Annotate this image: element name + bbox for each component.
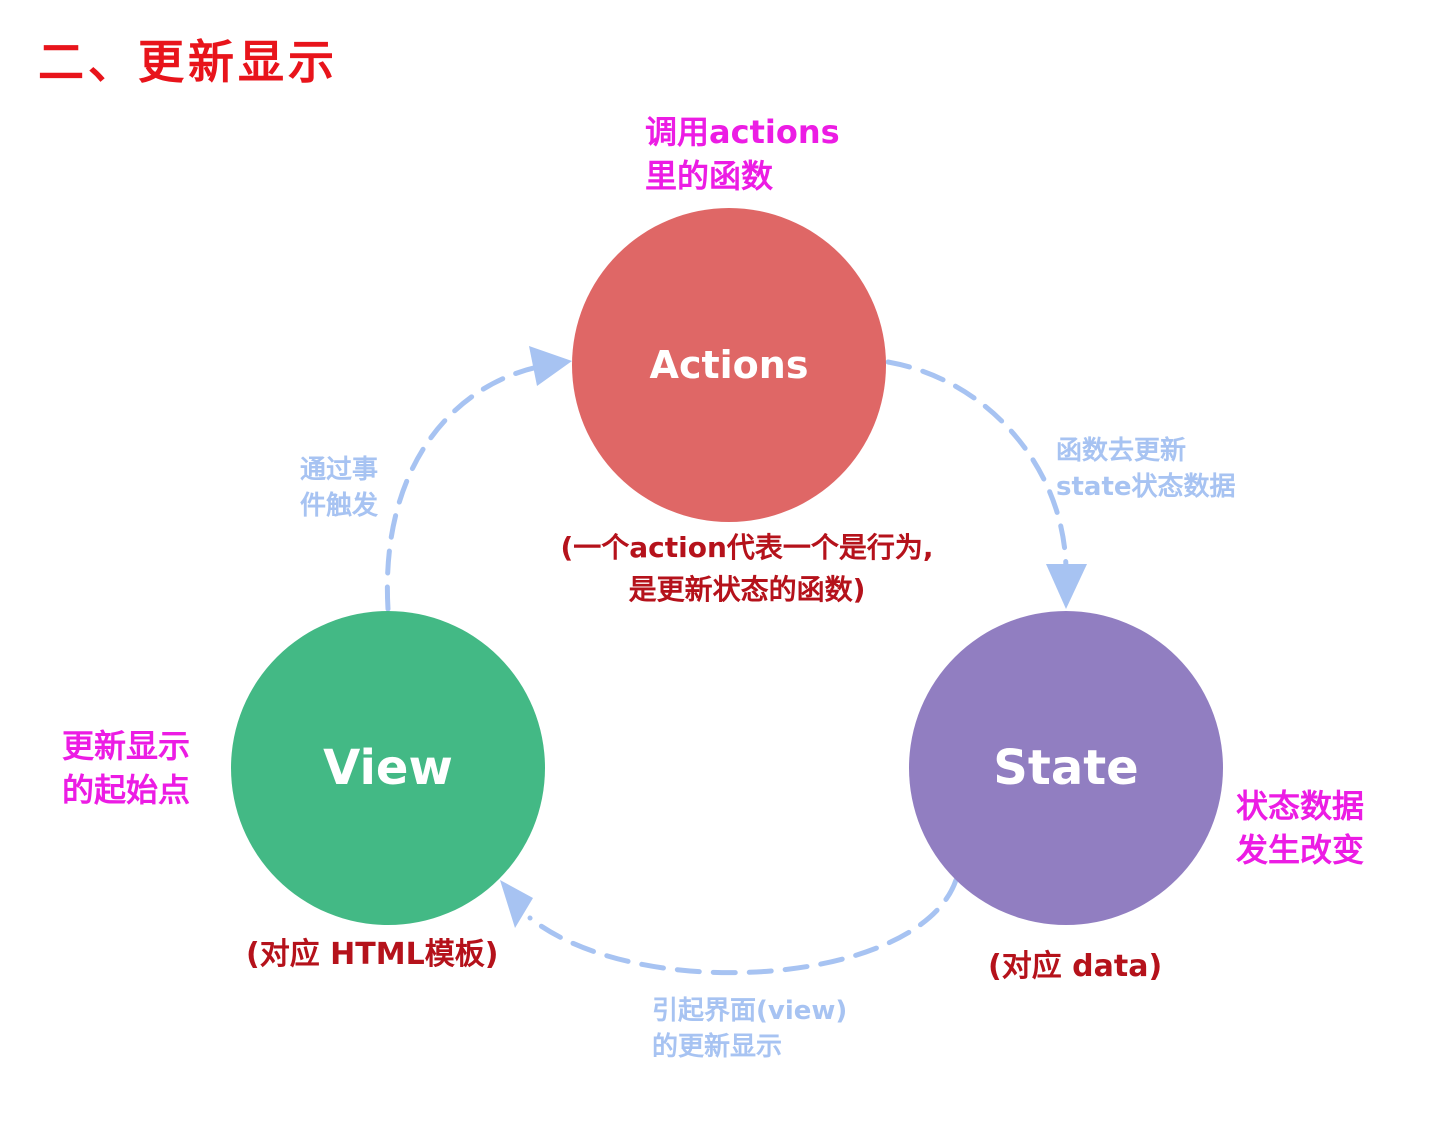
view-note: 更新显示 的起始点 — [62, 724, 190, 812]
page-title: 二、更新显示 — [38, 35, 338, 89]
actions-description: (一个action代表一个是行为, 是更新状态的函数) — [547, 527, 947, 611]
actions-note-line2: 里的函数 — [645, 157, 774, 195]
state-note-line2: 发生改变 — [1236, 831, 1365, 869]
actions-node: Actions — [572, 208, 886, 522]
state-description: (对应 data) — [988, 949, 1163, 984]
edge-label-actions-to-state: 函数去更新 state状态数据 — [1056, 433, 1236, 505]
actions-desc-line2: 是更新状态的函数) — [628, 573, 866, 606]
view-description: (对应 HTML模板) — [246, 937, 499, 972]
state-note: 状态数据 发生改变 — [1236, 784, 1364, 872]
state-label: State — [993, 740, 1139, 796]
actions-note-line1: 调用actions — [645, 113, 840, 151]
view-label: View — [323, 740, 453, 796]
edge-state-view-line2: 的更新显示 — [652, 1032, 783, 1062]
arrowhead-state-to-view — [500, 880, 533, 928]
view-node: View — [231, 611, 545, 925]
state-node: State — [909, 611, 1223, 925]
actions-desc-line1: (一个action代表一个是行为, — [560, 531, 934, 564]
edge-label-state-to-view: 引起界面(view) 的更新显示 — [652, 993, 847, 1065]
actions-label: Actions — [649, 343, 809, 387]
arrow-actions-to-state — [885, 359, 1069, 573]
edge-view-actions-line1: 通过事 — [300, 455, 379, 485]
arrow-state-to-view — [527, 877, 959, 976]
edge-state-view-line1: 引起界面(view) — [652, 996, 848, 1026]
edge-view-actions-line2: 件触发 — [300, 491, 379, 521]
edge-actions-state-line2: state状态数据 — [1056, 472, 1236, 502]
arrowhead-view-to-actions — [529, 346, 572, 386]
arrowhead-actions-to-state — [1046, 564, 1087, 609]
view-note-line2: 的起始点 — [62, 771, 191, 809]
view-note-line1: 更新显示 — [62, 727, 191, 765]
state-note-line1: 状态数据 — [1236, 787, 1365, 825]
edge-actions-state-line1: 函数去更新 — [1056, 436, 1187, 466]
edge-label-view-to-actions: 通过事 件触发 — [300, 452, 378, 524]
arrow-view-to-actions — [384, 363, 545, 612]
actions-note: 调用actions 里的函数 — [645, 110, 840, 198]
